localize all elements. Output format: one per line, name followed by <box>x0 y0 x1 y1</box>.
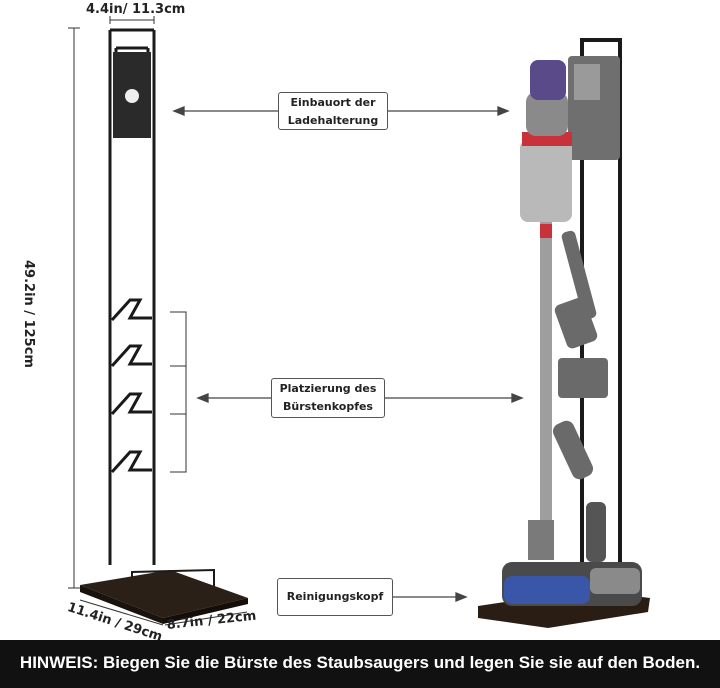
callout-brush-placement: Platzierung des Bürstenkopfes <box>271 378 385 418</box>
callout-brush-line2: Bürstenkopfes <box>283 400 373 413</box>
vacuum-wand <box>540 220 552 540</box>
hook-bracket <box>170 311 187 473</box>
vacuum-bin <box>520 140 572 222</box>
charger-plate-hole <box>125 89 139 103</box>
stand-drawing <box>68 16 650 628</box>
callout-cleaner-head: Reinigungskopf <box>277 578 393 616</box>
callout-charger-mount: Einbauort der Ladehalterung <box>278 92 388 130</box>
callout-brush-line1: Platzierung des <box>279 382 377 395</box>
callout-charger-line1: Einbauort der <box>290 96 376 109</box>
height-dimension-label: 49.2in / 125cm <box>21 260 36 368</box>
brush-hooks <box>110 298 152 474</box>
callout-arrows <box>172 106 524 602</box>
vacuum-stand-photo <box>478 38 650 628</box>
dimension-lines <box>68 16 248 626</box>
width-dimension-label: 4.4in/ 11.3cm <box>86 2 186 17</box>
stand-base <box>80 568 248 624</box>
callout-charger-line2: Ladehalterung <box>287 114 379 127</box>
vacuum-motor <box>530 60 566 100</box>
note-banner: HINWEIS: Biegen Sie die Bürste des Staub… <box>0 640 720 688</box>
